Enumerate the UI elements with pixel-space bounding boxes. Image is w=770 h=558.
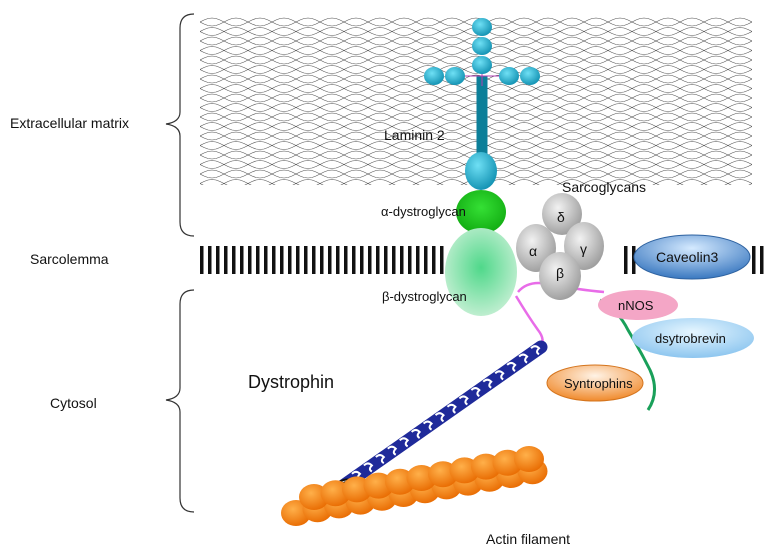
delta-sarcoglycan: [542, 193, 582, 235]
beta-dystroglycan-label: β-dystroglycan: [382, 289, 467, 304]
sarcolemma-label: Sarcolemma: [30, 251, 109, 267]
nnos-label: nNOS: [618, 298, 654, 313]
delta-label: δ: [557, 209, 565, 225]
syntrophins: [546, 364, 644, 402]
extracellular-matrix-mesh: [200, 17, 752, 185]
laminin-2: [424, 18, 540, 190]
gamma-label: γ: [580, 241, 587, 257]
cytosol-brace: [165, 289, 195, 513]
alpha-dystroglycan-label: α-dystroglycan: [381, 204, 466, 219]
sarcoglycans-label: Sarcoglycans: [562, 179, 646, 195]
actin-filament: [281, 446, 548, 526]
dystrobrevin-label: dsytrobrevin: [655, 331, 726, 346]
beta-label: β: [556, 265, 564, 281]
alpha-label: α: [529, 243, 537, 259]
syntrophins-label: Syntrophins: [564, 376, 633, 391]
beta-sarcoglycan: [539, 252, 581, 300]
caveolin3: [633, 234, 751, 280]
extracellular-brace: [165, 13, 195, 237]
beta-dystroglycan: [445, 228, 517, 316]
nnos: [598, 290, 678, 320]
caveolin3-label: Caveolin3: [656, 249, 718, 265]
alpha-dystroglycan: [456, 190, 506, 234]
dystrophin-label: Dystrophin: [248, 372, 334, 392]
actin-filament-label: Actin filament: [486, 531, 570, 547]
cytosol-label: Cytosol: [50, 395, 97, 411]
sarcoglycans: δ α γ β: [516, 193, 604, 300]
laminin-2-label: Laminin 2: [384, 127, 445, 143]
dystrobrevin: [632, 318, 754, 358]
extracellular-matrix-label: Extracellular matrix: [10, 115, 129, 131]
gamma-sarcoglycan: [564, 222, 604, 270]
sarcolemma-membrane: [200, 246, 764, 274]
